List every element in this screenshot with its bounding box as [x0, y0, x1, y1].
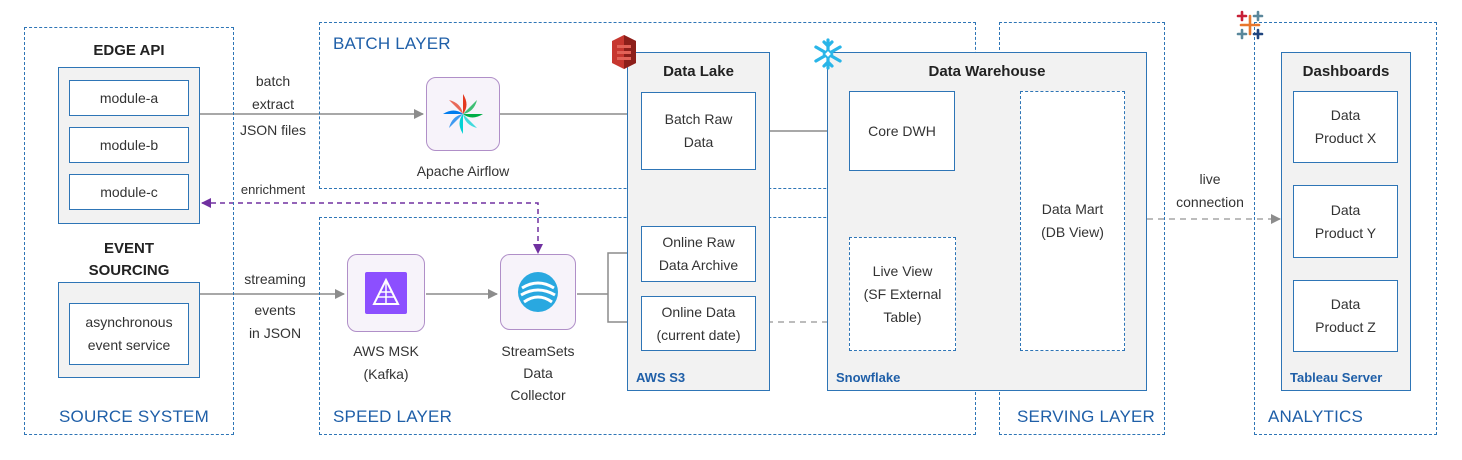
aws-msk-line2: (Kafka): [363, 366, 409, 382]
live-view-line1: Live View: [872, 262, 933, 279]
aws-msk-tile: [347, 254, 425, 332]
events-json-label: events in JSON: [230, 299, 320, 345]
online-raw-archive-box: Online Raw Data Archive: [641, 226, 756, 282]
online-raw-line2: Data Archive: [658, 257, 739, 273]
airflow-tile: [426, 77, 500, 151]
live-connection-line1: live: [1199, 171, 1221, 187]
section-label-batch: BATCH LAYER: [333, 34, 451, 53]
section-label-speed: SPEED LAYER: [333, 407, 453, 426]
live-connection-line2: connection: [1176, 194, 1244, 210]
live-connection-label: live connection: [1165, 168, 1255, 214]
enrichment-arrow: [201, 198, 543, 254]
online-data-box: Online Data (current date): [641, 296, 756, 351]
batch-raw-data-box: Batch Raw Data: [641, 92, 756, 170]
streamsets-line2: Data: [523, 365, 553, 381]
section-label-analytics: ANALYTICS: [1268, 407, 1364, 426]
analytics-frame: [1254, 22, 1437, 435]
batch-raw-line1: Batch Raw: [664, 111, 733, 127]
batch-extract-line1: batch: [255, 73, 291, 89]
streamsets-label: StreamSets Data Collector: [478, 340, 598, 406]
streamsets-line3: Collector: [510, 387, 566, 403]
airflow-icon: [443, 94, 483, 134]
data-warehouse-title: Data Warehouse: [928, 63, 1046, 80]
section-label-source: SOURCE SYSTEM: [59, 407, 209, 426]
data-lake-title: Data Lake: [663, 63, 734, 80]
online-raw-line1: Online Raw: [662, 234, 735, 250]
batch-extract-line2: extract: [251, 96, 294, 112]
aws-msk-line1: AWS MSK: [353, 343, 419, 359]
events-line2: in JSON: [248, 325, 302, 341]
data-mart-box: Data Mart (DB View): [1020, 91, 1125, 351]
enrichment-label: enrichment: [240, 182, 306, 197]
product-x-line1: Data: [1330, 107, 1361, 123]
streamsets-tile: [500, 254, 576, 330]
edge-api-title: EDGE API: [93, 42, 165, 59]
streaming-label: streaming: [244, 271, 306, 287]
dashboards-title: Dashboards: [1302, 63, 1390, 80]
online-data-line2: (current date): [656, 326, 741, 343]
async-line2: event service: [87, 337, 171, 353]
data-product-x-box: Data Product X: [1293, 91, 1398, 163]
data-mart-line1: Data Mart: [1041, 201, 1104, 217]
snowflake-label: Snowflake: [836, 370, 901, 385]
section-label-serving: SERVING LAYER: [1017, 407, 1156, 426]
core-dwh-box: Core DWH: [849, 91, 955, 171]
module-a-box: module-a: [69, 80, 189, 116]
live-view-line2: (SF External: [863, 285, 942, 302]
live-view-box: Live View (SF External Table): [849, 237, 956, 351]
tableau-server-label: Tableau Server: [1290, 370, 1383, 385]
aws-msk-icon: [365, 272, 407, 314]
source-system-frame: [24, 27, 234, 435]
event-sourcing-title-line1: EVENT: [103, 240, 154, 257]
product-z-line1: Data: [1330, 296, 1361, 312]
snowflake-icon: [814, 38, 842, 70]
live-view-line3: Table): [883, 308, 922, 325]
product-y-line1: Data: [1330, 201, 1361, 218]
aws-msk-label: AWS MSK (Kafka): [326, 340, 446, 386]
data-product-y-box: Data Product Y: [1293, 185, 1398, 258]
event-sourcing-title-line2: SOURCING: [88, 262, 170, 279]
aws-s3-icon: [612, 35, 636, 69]
streamsets-icon: [518, 272, 558, 312]
json-files-label: JSON files: [239, 122, 307, 138]
product-z-line2: Product Z: [1315, 319, 1376, 335]
module-c-box: module-c: [69, 174, 189, 210]
event-sourcing-title: EVENT SOURCING: [58, 238, 200, 282]
streamsets-line1: StreamSets: [501, 343, 575, 359]
async-event-service-box: asynchronous event service: [69, 303, 189, 365]
async-line1: asynchronous: [85, 314, 173, 330]
module-b-box: module-b: [69, 127, 189, 163]
tableau-icon: [1236, 10, 1264, 40]
events-line1: events: [254, 302, 296, 318]
batch-raw-line2: Data: [683, 134, 714, 150]
batch-extract-label: batch extract: [228, 70, 318, 116]
aws-s3-label: AWS S3: [636, 370, 686, 385]
data-product-z-box: Data Product Z: [1293, 280, 1398, 352]
data-mart-line2: (DB View): [1041, 224, 1104, 240]
airflow-label: Apache Airflow: [416, 163, 510, 179]
product-y-line2: Product Y: [1314, 224, 1377, 241]
product-x-line2: Product X: [1314, 130, 1377, 146]
online-data-line1: Online Data: [661, 303, 736, 320]
